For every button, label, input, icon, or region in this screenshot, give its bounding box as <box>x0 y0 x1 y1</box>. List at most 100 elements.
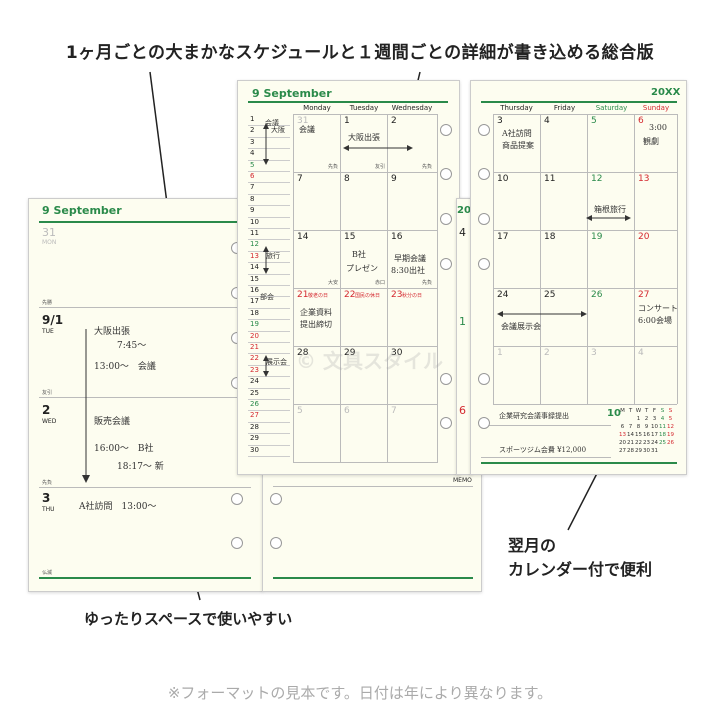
calendar-day-number[interactable]: 29 <box>344 348 356 358</box>
calendar-day-number[interactable]: 1 <box>344 116 350 126</box>
calendar-day-number[interactable]: 3 <box>497 116 503 126</box>
mini-cal-day: 8 <box>636 424 641 430</box>
date-list-rule <box>248 376 290 378</box>
calendar-day-number[interactable]: 5 <box>297 406 303 416</box>
mini-cal-day: 19 <box>667 432 674 438</box>
date-list-number: 29 <box>250 434 259 443</box>
handwritten-note: 観劇 <box>643 137 659 146</box>
date-list-rule <box>248 273 290 275</box>
date-list-rule <box>248 364 290 366</box>
memo-label: MEMO <box>453 477 472 484</box>
column-header: Sunday <box>642 104 670 112</box>
handwritten-note: 7:45〜 <box>117 341 147 351</box>
rokuyo-label: 仏滅 <box>42 570 53 576</box>
peek-date: 1 <box>459 315 466 328</box>
calendar-day-number[interactable]: 28 <box>297 348 309 358</box>
calendar-day-number[interactable]: 1 <box>497 348 503 358</box>
calendar-day-number[interactable]: 24 <box>497 290 509 300</box>
date-list-number: 15 <box>250 274 259 283</box>
date-list-rule <box>248 399 290 400</box>
calendar-day-number[interactable]: 3 <box>591 348 597 358</box>
arrow-down-icon <box>82 329 90 483</box>
calendar-day-number[interactable]: 11 <box>544 174 556 184</box>
handwritten-note: 旅行 <box>266 252 280 260</box>
date-list-rule <box>248 421 290 423</box>
handwritten-note: 会議展示会 <box>501 322 541 331</box>
date-list-number: 24 <box>250 377 259 386</box>
arrow-vertical-icon <box>263 246 269 274</box>
handwritten-note: 13:00〜 会議 <box>94 362 156 372</box>
mini-cal-day: 28 <box>627 448 634 454</box>
calendar-day-number[interactable]: 25 <box>544 290 556 300</box>
calendar-day-number[interactable]: 23 <box>391 290 403 300</box>
date-list-number: 1 <box>250 115 255 123</box>
binder-hole <box>440 258 452 270</box>
binder-hole <box>440 124 452 136</box>
calendar-day-number[interactable]: 2 <box>391 116 397 126</box>
mini-cal-weekday: W <box>635 408 642 414</box>
calendar-day-number[interactable]: 8 <box>344 174 350 184</box>
handwritten-note: プレゼン <box>346 264 378 273</box>
mini-cal-day: 29 <box>635 448 642 454</box>
date-list-rule <box>248 193 290 195</box>
calendar-day-number[interactable]: 31 <box>297 116 309 126</box>
date-list-number: 13 <box>250 251 259 260</box>
binder-hole <box>440 168 452 180</box>
date-list-rule <box>248 250 290 252</box>
mini-cal-day: 22 <box>635 440 642 446</box>
calendar-day-number[interactable]: 16 <box>391 232 403 242</box>
calendar-day-number[interactable]: 13 <box>638 174 650 184</box>
calendar-day-number[interactable]: 10 <box>497 174 509 184</box>
calendar-day-number[interactable]: 7 <box>391 406 397 416</box>
mini-cal-weekday: S <box>668 408 673 414</box>
calendar-day-number[interactable]: 20 <box>638 232 650 242</box>
footer-note: ※フォーマットの見本です。日付は年により異なります。 <box>167 684 553 702</box>
calendar-day-number[interactable]: 4 <box>544 116 550 126</box>
mini-cal-day: 1 <box>636 416 641 422</box>
calendar-day-number[interactable]: 17 <box>497 232 509 242</box>
date-list-number: 26 <box>250 400 259 408</box>
watermark: © 文具スタイル <box>296 349 443 373</box>
column-header: Monday <box>303 104 331 112</box>
calendar-day-number[interactable]: 30 <box>391 348 403 358</box>
calendar-day-number[interactable]: 9 <box>391 174 397 184</box>
mini-cal-day: 15 <box>635 432 642 438</box>
date-list-number: 23 <box>250 365 259 374</box>
calendar-day-number[interactable]: 4 <box>638 348 644 358</box>
date-list-number: 21 <box>250 343 259 351</box>
date-list-rule <box>248 410 290 412</box>
mini-cal-day: 14 <box>627 432 634 438</box>
calendar-day-number[interactable]: 19 <box>591 232 603 242</box>
calendar-day-number[interactable]: 14 <box>297 232 309 242</box>
day-of-week: THU <box>42 506 55 513</box>
date-list-rule <box>248 205 290 207</box>
rokuyo-label: 先勝 <box>42 300 53 306</box>
date-list-rule <box>248 159 290 161</box>
monthly-title: 9 September <box>252 87 332 100</box>
calendar-day-number[interactable]: 15 <box>344 232 356 242</box>
calendar-day-number[interactable]: 2 <box>544 348 550 358</box>
calendar-day-number[interactable]: 22 <box>344 290 356 300</box>
date-list-rule <box>248 353 290 355</box>
calendar-day-number[interactable]: 26 <box>591 290 603 300</box>
calendar-day-number[interactable]: 18 <box>544 232 556 242</box>
calendar-day-number[interactable]: 6 <box>344 406 350 416</box>
grid-row-line <box>493 346 677 347</box>
mini-cal-day: 12 <box>667 424 674 430</box>
day-of-week: WED <box>42 418 57 425</box>
calendar-day-number[interactable]: 6 <box>638 116 644 126</box>
calendar-day-number[interactable]: 7 <box>297 174 303 184</box>
handwritten-note: 早期会議 <box>394 254 426 263</box>
handwritten-note: 販売会議 <box>94 417 131 427</box>
double-arrow-icon <box>497 311 587 317</box>
calendar-day-number[interactable]: 21 <box>297 290 309 300</box>
holiday-label: 秋分の日 <box>402 293 423 299</box>
weekly-title: 9 September <box>42 204 122 217</box>
arrow-vertical-icon <box>263 123 269 165</box>
handwritten-note: コンサート <box>638 304 678 313</box>
date-list-number: 17 <box>250 297 259 306</box>
rokuyo-label: 先負 <box>422 280 433 286</box>
calendar-day-number[interactable]: 12 <box>591 174 603 184</box>
calendar-day-number[interactable]: 27 <box>638 290 650 300</box>
calendar-day-number[interactable]: 5 <box>591 116 597 126</box>
